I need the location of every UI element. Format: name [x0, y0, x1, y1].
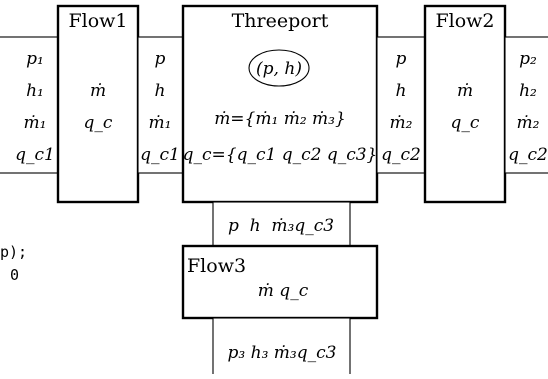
state-variable-ellipse: [248, 49, 310, 87]
port-right-outer-h: h₂: [519, 81, 537, 101]
port-left-outer-h: h₁: [26, 81, 44, 101]
block-flow3[interactable]: [181, 244, 379, 320]
block-threeport-mdot-eq: ṁ={ṁ₁ ṁ₂ ṁ₃}: [214, 109, 346, 129]
block-flow1-title: Flow1: [68, 10, 127, 32]
port-threeport-flow3-vars: p h ṁ₃q_c3: [228, 216, 334, 236]
port-threeport-flow3: [212, 201, 351, 247]
block-flow3-vars: ṁ q_c: [258, 281, 309, 301]
port-threeport-flow2-qc: q_c2: [381, 145, 421, 165]
port-left-outer-p: p₁: [26, 49, 44, 69]
block-flow3-title: Flow3: [187, 255, 246, 277]
port-left-outer: [0, 36, 59, 174]
port-threeport-flow2-p: p: [396, 49, 407, 69]
port-threeport-flow2-mdot: ṁ₂: [390, 113, 413, 133]
port-flow1-threeport-mdot: ṁ₁: [149, 113, 172, 133]
port-right-outer-p: p₂: [519, 49, 537, 69]
port-flow1-threeport-qc: q_c1: [140, 145, 180, 165]
block-threeport[interactable]: [181, 4, 379, 204]
port-right-outer-mdot: ṁ₂: [517, 113, 540, 133]
block-flow2[interactable]: [423, 4, 507, 204]
port-right-outer: [504, 36, 548, 174]
port-bottom-outer: [212, 317, 351, 379]
port-right-outer-qc: q_c2: [508, 145, 548, 165]
port-flow1-threeport-p: p: [155, 49, 166, 69]
block-flow1[interactable]: [56, 4, 140, 204]
block-flow1-mdot: ṁ: [90, 81, 106, 101]
port-left-outer-mdot: ṁ₁: [24, 113, 47, 133]
port-bottom-outer-vars: p₃ h₃ ṁ₃q_c3: [228, 343, 337, 363]
block-flow1-qc: q_c: [84, 113, 113, 133]
block-flow2-mdot: ṁ: [457, 81, 473, 101]
code-fragment-line-2: 0: [10, 266, 19, 284]
block-threeport-qc-eq: q_c={q_c1 q_c2 q_c3}: [183, 145, 378, 165]
block-threeport-title: Threeport: [232, 10, 329, 32]
port-left-outer-qc: q_c1: [15, 145, 55, 165]
code-fragment-line-1: p);: [0, 243, 27, 261]
port-flow1-threeport: [137, 36, 184, 174]
port-threeport-flow2-h: h: [396, 81, 407, 101]
port-flow1-threeport-h: h: [155, 81, 166, 101]
block-threeport-state: (p, h): [256, 59, 302, 79]
block-flow2-qc: q_c: [451, 113, 480, 133]
port-threeport-flow2: [376, 36, 426, 174]
block-flow2-title: Flow2: [435, 10, 494, 32]
